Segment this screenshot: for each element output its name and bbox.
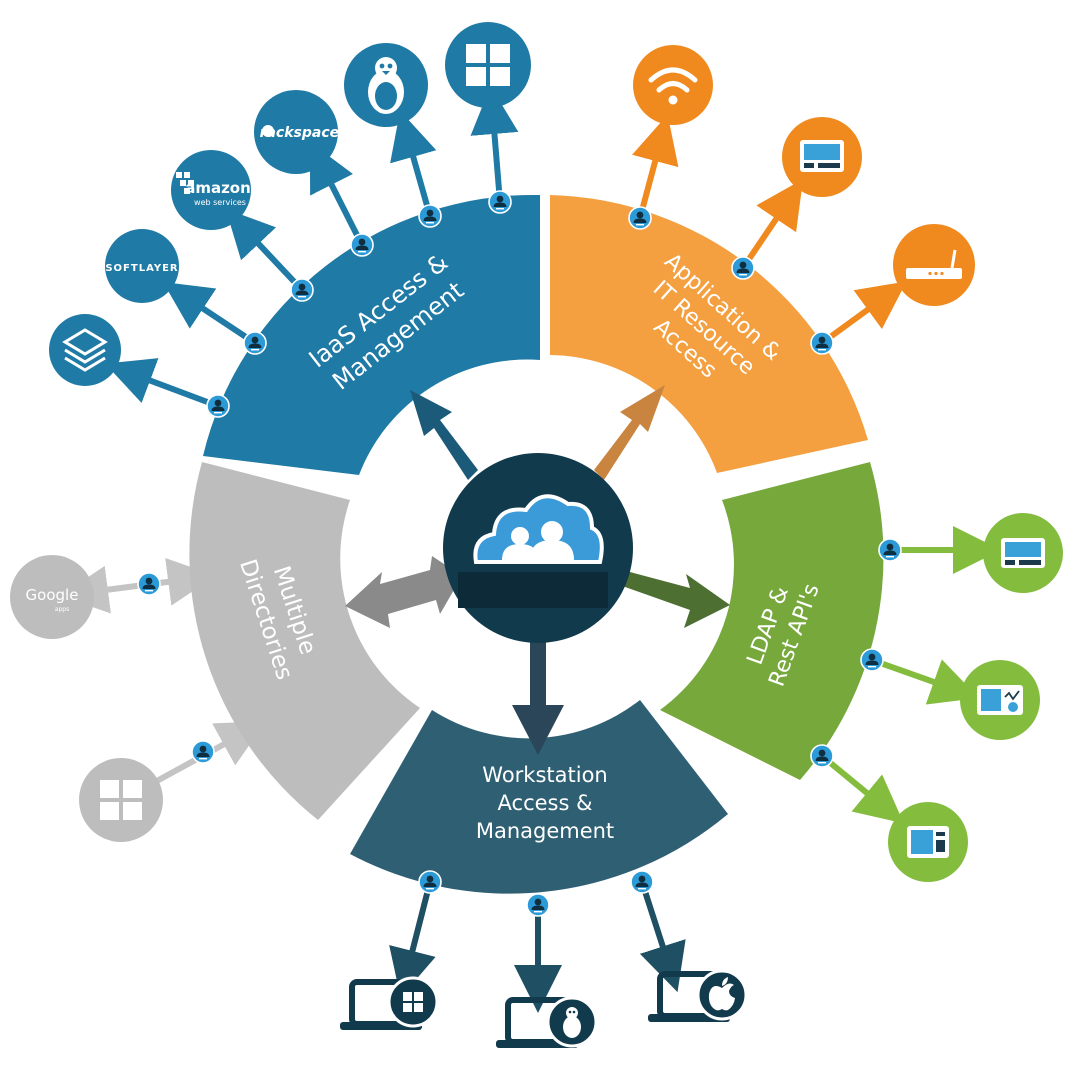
amazon-logo-subtext: web services — [194, 198, 246, 207]
linux-tux-icon — [563, 1007, 581, 1038]
ldap-connectors — [819, 526, 1001, 824]
user-badge-icon — [418, 870, 442, 894]
aws-cubes-icon — [176, 172, 194, 194]
windows-icon — [466, 44, 510, 86]
hub-arrow-workstation — [512, 615, 564, 755]
apple-icon — [708, 977, 735, 1011]
iaas-connectors — [105, 86, 519, 409]
rackspace-logo: rackspace. — [260, 125, 345, 141]
node-softlayer[interactable]: SOFTLAYER — [105, 229, 179, 303]
node-windows-directory[interactable] — [79, 758, 163, 842]
user-badge-icon — [488, 190, 512, 214]
node-ldap-tablet[interactable] — [888, 802, 968, 882]
user-badge-icon — [137, 572, 161, 596]
windows-icon — [100, 780, 142, 820]
node-amazon[interactable]: amazon web services — [171, 150, 251, 230]
device-mac-laptop[interactable] — [648, 969, 748, 1022]
connector-app-3 — [819, 281, 907, 346]
segment-workstation[interactable] — [350, 700, 728, 894]
connector-ldap-2 — [869, 657, 979, 705]
segment-directories[interactable] — [189, 462, 420, 820]
user-badge-icon — [418, 204, 442, 228]
label-ws-line2: Access & — [498, 791, 593, 815]
desktop-window-icon — [1001, 538, 1045, 568]
connector-iaas-5 — [390, 110, 437, 219]
segment-application[interactable] — [550, 195, 868, 473]
desktop-window-icon — [800, 140, 844, 172]
segment-ldap[interactable] — [660, 462, 884, 780]
windows-icon — [403, 992, 423, 1012]
user-badge-icon — [290, 278, 314, 302]
connector-ws-1 — [389, 879, 436, 998]
rackspace-mark-icon — [262, 125, 274, 137]
label-workstation: Workstation Access & Management — [476, 763, 614, 843]
connector-iaas-6 — [470, 86, 519, 205]
hub-arrow-ldap — [611, 568, 730, 628]
user-badge-icon — [350, 233, 374, 257]
connector-iaas-4 — [309, 141, 365, 248]
label-ws-line3: Management — [476, 819, 614, 843]
node-ldap-dashboard[interactable] — [960, 660, 1040, 740]
hub-arrow-directories — [345, 556, 462, 628]
user-badge-icon — [628, 206, 652, 230]
softlayer-logo: SOFTLAYER — [105, 263, 178, 274]
node-windows-iaas[interactable] — [445, 22, 531, 108]
node-layers[interactable] — [49, 314, 121, 386]
device-windows-laptop[interactable] — [340, 976, 439, 1030]
node-rackspace[interactable]: rackspace. — [254, 90, 344, 174]
user-badge-icon — [243, 331, 267, 355]
node-router[interactable] — [893, 224, 975, 306]
layers-icon — [62, 328, 108, 372]
wifi-dot-icon — [668, 95, 678, 105]
user-badge-icon — [810, 744, 834, 768]
tablet-app-icon — [907, 826, 949, 858]
connector-app-2 — [740, 179, 804, 271]
hub-arrow-iaas — [410, 390, 478, 480]
node-linux[interactable] — [344, 43, 428, 127]
connector-iaas-3 — [225, 208, 305, 293]
hub-arrow-application — [594, 385, 665, 480]
hub-shadow — [458, 572, 608, 608]
label-ws-line1: Workstation — [482, 763, 607, 787]
workstation-connectors — [389, 879, 686, 1013]
connector-iaas-1 — [105, 358, 221, 409]
wifi-icon — [648, 67, 698, 93]
app-connectors — [632, 114, 907, 346]
user-badge-icon — [878, 538, 902, 562]
amazon-logo-text: amazon — [185, 179, 251, 197]
node-desktop-app[interactable] — [782, 117, 862, 197]
connector-ws-3 — [639, 879, 686, 993]
user-badge-icon — [731, 256, 755, 280]
user-badge-icon — [191, 740, 215, 764]
cloud-users-icon — [473, 494, 604, 564]
node-ldap-desktop[interactable] — [983, 513, 1063, 593]
hub-arrows — [345, 385, 730, 755]
linux-tux-icon — [368, 57, 404, 114]
google-logo-subtext: apps — [55, 606, 69, 613]
google-logo-text: Google — [26, 586, 79, 604]
node-wifi[interactable] — [633, 45, 713, 125]
user-badge-icon — [810, 331, 834, 355]
user-badge-icon — [860, 648, 884, 672]
device-linux-laptop[interactable] — [496, 996, 598, 1048]
user-badge-icon — [206, 394, 230, 418]
node-google-apps[interactable]: Google apps — [10, 555, 94, 639]
connector-ldap-3 — [819, 753, 904, 824]
segment-iaas[interactable] — [203, 194, 540, 475]
connector-app-1 — [632, 114, 679, 221]
dashboard-icon — [977, 685, 1023, 715]
connector-iaas-2 — [162, 282, 258, 346]
user-badge-icon — [630, 870, 654, 894]
user-badge-icon — [526, 893, 550, 917]
router-icon — [906, 249, 962, 279]
